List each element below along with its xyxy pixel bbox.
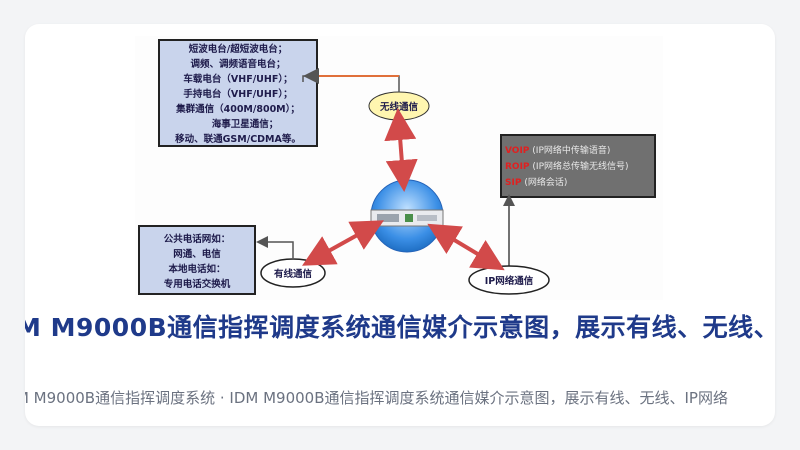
ip-item-voip: VOIP (IP网络中传输语音) bbox=[505, 144, 610, 156]
result-subtitle: IDM M9000B通信指挥调度系统 · IDM M9000B通信指挥调度系统通… bbox=[25, 389, 728, 407]
ip-key: SIP bbox=[505, 178, 522, 188]
wireless-hub-arrow bbox=[384, 108, 418, 192]
ip-node: IP网络通信 bbox=[468, 265, 550, 295]
wired-connector bbox=[256, 236, 294, 258]
ip-protocols-box: VOIP (IP网络中传输语音) ROIP (IP网络总传输无线信号) SIP … bbox=[500, 134, 656, 198]
ip-key: VOIP bbox=[505, 146, 530, 156]
diagram-figure: 短波电台/超短波电台； 调频、调频语音电台； 车载电台（VHF/UHF）； 手持… bbox=[135, 36, 663, 300]
wireless-node: 无线通信 bbox=[368, 91, 430, 121]
ip-item-sip: SIP (网络会话) bbox=[505, 176, 567, 188]
wireless-item: 车载电台（VHF/UHF）； bbox=[183, 73, 292, 85]
diagram-svg: 短波电台/超短波电台； 调频、调频语音电台； 车载电台（VHF/UHF）； 手持… bbox=[138, 39, 656, 295]
wireless-item: 移动、联通GSM/CDMA等。 bbox=[175, 133, 301, 145]
wireless-item: 短波电台/超短波电台； bbox=[189, 43, 287, 55]
wired-node: 有线通信 bbox=[260, 258, 326, 288]
result-title[interactable]: IDM M9000B通信指挥调度系统通信媒介示意图，展示有线、无线、IP网络 bbox=[25, 313, 775, 342]
ip-desc: (网络会话) bbox=[524, 176, 567, 188]
wired-hub-arrow bbox=[302, 220, 384, 266]
wired-item: 网通、电信 bbox=[173, 248, 221, 260]
result-card[interactable]: 短波电台/超短波电台； 调频、调频语音电台； 车载电台（VHF/UHF）； 手持… bbox=[25, 24, 775, 426]
central-hub bbox=[370, 179, 444, 253]
wired-item: 公共电话网如： bbox=[164, 233, 231, 245]
ip-hub-arrow bbox=[427, 223, 505, 271]
wireless-item: 调频、调频语音电台； bbox=[190, 58, 285, 70]
ip-key: ROIP bbox=[505, 162, 530, 172]
wired-node-label: 有线通信 bbox=[274, 268, 313, 280]
wired-devices-box: 公共电话网如： 网通、电信 本地电话如： 专用电话交换机 bbox=[138, 225, 256, 295]
wireless-item: 手持电台（VHF/UHF）； bbox=[183, 88, 292, 100]
wired-item: 专用电话交换机 bbox=[164, 278, 231, 290]
wireless-item: 集群通信（400M/800M）； bbox=[175, 103, 300, 115]
ip-desc: (IP网络中传输语音) bbox=[532, 144, 610, 156]
ip-item-roip: ROIP (IP网络总传输无线信号) bbox=[505, 160, 629, 172]
wired-item: 本地电话如： bbox=[168, 263, 225, 275]
ip-node-label: IP网络通信 bbox=[485, 275, 534, 287]
wireless-devices-box: 短波电台/超短波电台； 调频、调频语音电台； 车载电台（VHF/UHF）； 手持… bbox=[158, 39, 318, 147]
wireless-item: 海事卫星通信； bbox=[212, 118, 279, 130]
wireless-node-label: 无线通信 bbox=[379, 101, 419, 113]
ip-desc: (IP网络总传输无线信号) bbox=[532, 160, 628, 172]
